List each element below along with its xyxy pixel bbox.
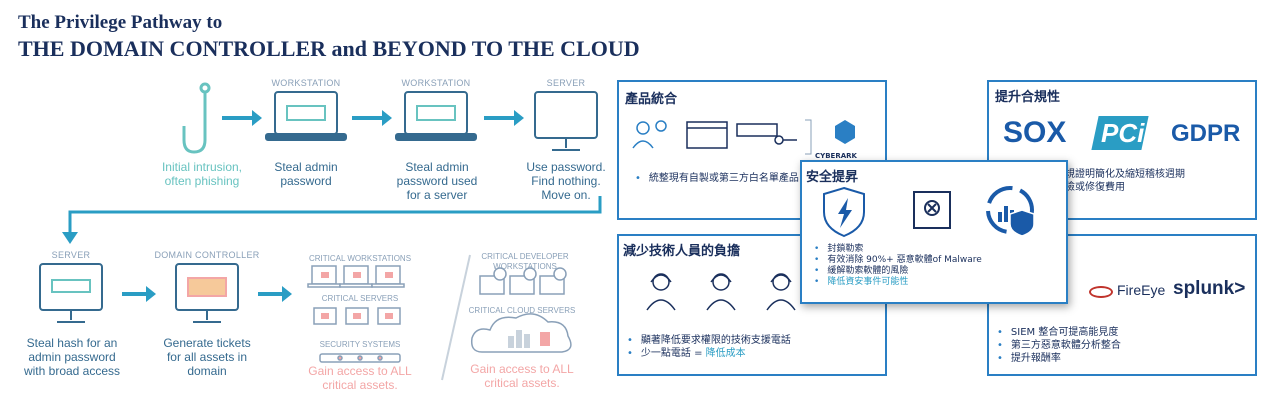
users-icon [632, 120, 667, 149]
connector-line [68, 196, 602, 234]
laptop-icon [265, 91, 347, 141]
caption-intrusion: Initial intrusion, often phishing [161, 160, 243, 188]
divider [441, 254, 471, 381]
integration-icons [632, 119, 855, 155]
label-security-systems: SECURITY SYSTEMS [319, 340, 401, 349]
label-critical-cloud: CRITICAL CLOUD SERVERS [468, 306, 576, 315]
gdpr-logo: GDPR [1171, 120, 1241, 147]
panel-title: 產品統合 [625, 92, 678, 107]
critical-workstations-icons [307, 265, 405, 288]
bullet: 緩解勒索軟體的風險 [814, 266, 982, 277]
caption-steal-server: Steal admin password used for a server [396, 160, 478, 202]
bullet: 第三方惡意軟體分析整合 [997, 339, 1121, 352]
developer-workstations-icons [479, 267, 567, 295]
bullet: 降低資安事件可能性 [814, 277, 982, 288]
caption-use-password: Use password. Find nothing. Move on. [526, 160, 606, 202]
cyberark-logo: CYBERARK [815, 152, 857, 160]
label-critical-workstations: CRITICAL WORKSTATIONS [308, 254, 412, 263]
bullet-text-highlight: 降低資安事件可能性 [827, 277, 909, 287]
pathway-graphics [39, 82, 602, 381]
fireeye-logo: FireEye [1117, 282, 1166, 298]
caption-generate-tickets: Generate tickets for all assets in domai… [163, 336, 251, 378]
title-line-2: THE DOMAIN CONTROLLER and BEYOND TO THE … [18, 36, 640, 61]
highlight-text: 降低成本 [705, 348, 746, 359]
node-label-workstation-1: WORKSTATION [271, 78, 341, 88]
splunk-logo: splunk> [1173, 278, 1246, 299]
windows-icon [686, 121, 728, 149]
chart-shield-icon [986, 186, 1035, 237]
panel-title: 安全提昇 [806, 170, 859, 185]
hook-icon [182, 82, 211, 154]
headset-person-icon [706, 273, 736, 311]
bullet: 及合規證明簡化及縮短稽核週期 [1045, 169, 1185, 180]
caption-gain-access-right: Gain access to ALL critical assets. [470, 362, 574, 390]
node-label-workstation-2: WORKSTATION [401, 78, 471, 88]
node-label-server-2: SERVER [51, 250, 91, 260]
shield-lightning-icon [823, 186, 865, 238]
arrow-down-icon [62, 232, 78, 244]
label-critical-servers: CRITICAL SERVERS [321, 294, 399, 303]
bullet: 顯著降低要求權限的技術支援電話 [627, 334, 791, 347]
server-monitor-icon [534, 91, 598, 151]
bullet: 款風險或修復費用 [1045, 182, 1125, 193]
password-icon [736, 123, 797, 145]
bullet: 有效消除 90%+ 惡意軟體of Malware [814, 255, 982, 266]
title-line-1: The Privilege Pathway to [18, 12, 223, 33]
bracket [805, 119, 812, 155]
bullet: 封鎖勒索 [814, 244, 982, 255]
lock-icon [321, 272, 393, 319]
bullet-text: 少一點電話 = 降低成本 [640, 348, 746, 359]
node-label-domain-controller: DOMAIN CONTROLLER [154, 250, 260, 260]
cloud-icon [470, 313, 572, 353]
security-systems-icon [319, 353, 401, 363]
caption-steal-admin: Steal admin password [274, 160, 338, 188]
security-icons [823, 186, 1035, 238]
bullet: 少一點電話 = 降低成本 [627, 347, 791, 360]
cyberark-logo-icon [835, 120, 855, 144]
panel-staff-burden: 減少技術人員的負擔 顯著降低要求權限的技術支援電話 少一點電話 = 降低成本 [617, 234, 887, 376]
sox-logo: SOX [1003, 116, 1067, 149]
server-monitor-icon [39, 263, 103, 323]
panel-title: 提升合規性 [995, 90, 1061, 105]
pci-logo: PCi [1101, 118, 1145, 148]
arrow-icon [122, 286, 292, 302]
compliance-text: 及合規證明簡化及縮短稽核週期 款風險或修復費用 [1045, 168, 1185, 194]
safe-icon [913, 191, 951, 229]
node-label-server-1: SERVER [546, 78, 586, 88]
caption-steal-hash: Steal hash for an admin password with br… [23, 336, 121, 378]
headset-person-icon [646, 273, 676, 311]
bullet: 統整現有自製或第三方白名單產品 [635, 172, 799, 185]
bullet: SIEM 整合可提高能見度 [997, 326, 1121, 339]
panel-security: 安全提昇 封鎖勒索 有效消除 90%+ 惡意軟體of Malware 緩解勒索軟… [800, 160, 1068, 304]
support-staff-icons [646, 273, 796, 311]
panel-title: 減少技術人員的負擔 [623, 244, 741, 259]
domain-controller-icon [175, 263, 239, 323]
fireeye-icon [1089, 286, 1113, 298]
laptop-icon [395, 91, 477, 141]
label-critical-dev: CRITICAL DEVELOPER WORKSTATIONS [481, 252, 569, 271]
caption-gain-access-left: Gain access to ALL critical assets. [308, 364, 412, 392]
arrow-icon [222, 110, 524, 126]
bullet: 提升報酬率 [997, 352, 1121, 365]
headset-person-icon [766, 273, 796, 311]
